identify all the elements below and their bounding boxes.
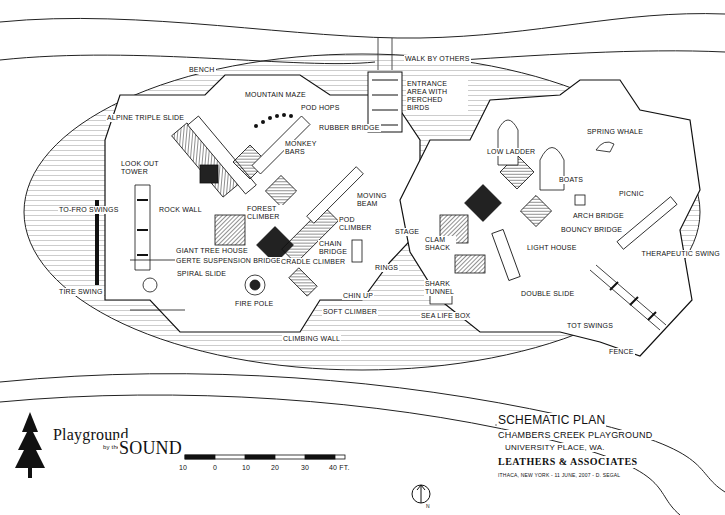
scale-number: 30 [300,464,310,472]
area-label: FIRE POLE [234,300,274,308]
area-label: ENTRANCE AREA WITH PERCHED BIRDS [406,80,468,112]
area-label: ARCH BRIDGE [572,212,625,220]
area-label: BOATS [558,176,584,184]
logo-text: SOUND [118,438,183,459]
area-label: SOFT CLIMBER [322,308,378,316]
title-block-text: UNIVERSITY PLACE, WA. [504,443,606,452]
north-mark: N [425,503,431,509]
area-label: FOREST CLIMBER [246,205,288,221]
area-label: ROCK WALL [158,206,203,214]
area-label: RUBBER BRIDGE [318,124,381,132]
plan-title: SCHEMATIC PLAN [497,413,606,427]
area-label: RINGS [374,264,399,272]
area-label: PICNIC [618,190,645,198]
area-label: BOUNCY BRIDGE [560,226,623,234]
area-label: WALK BY OTHERS [404,55,471,63]
area-label: CRADLE CLIMBER [280,258,346,266]
area-label: DOUBLE SLIDE [520,290,575,298]
area-label: GIANT TREE HOUSE [175,247,249,255]
area-label: GERTE SUSPENSION BRIDGE [175,257,282,265]
area-label: CLAM SHACK [424,236,456,252]
scale-number: 10 [178,464,188,472]
area-label: TOT SWINGS [566,322,614,330]
scale-number: 40 FT. [328,464,351,472]
scale-number: 0 [212,464,218,472]
area-label: LOW LADDER [486,148,536,156]
area-label: SHARK TUNNEL [424,280,456,296]
title-block-text: CHAMBERS CREEK PLAYGROUND [497,430,653,440]
area-label: FENCE [608,348,635,356]
area-label: CHAIN BRIDGE [318,240,350,256]
area-label: STAGE [394,228,420,236]
area-label: MONKEY BARS [284,140,322,156]
area-label: POD HOPS [300,104,341,112]
area-label: SEA LIFE BOX [420,312,471,320]
area-label: SPRING WHALE [586,128,644,136]
area-label: MOVING BEAM [356,192,394,208]
area-label: THERAPEUTIC SWING [641,250,721,258]
area-label: BENCH [188,66,216,74]
area-label: LIGHT HOUSE [526,244,578,252]
title-block-text: ITHACA, NEW YORK - 11 JUNE, 2007 - D. SE… [497,472,621,478]
area-label: POD CLIMBER [338,216,370,232]
scale-number: 20 [270,464,280,472]
area-label: TO-FRO SWINGS [58,206,120,214]
area-label: TIRE SWING [58,288,104,296]
area-label: CLIMBING WALL [282,335,341,343]
title-block-text: LEATHERS & ASSOCIATES [497,456,639,468]
area-label: ALPINE TRIPLE SLIDE [106,114,185,122]
area-label: LOOK OUT TOWER [120,160,162,176]
area-label: MOUNTAIN MAZE [244,91,307,99]
area-label: CHIN UP [342,292,374,300]
scale-number: 10 [241,464,251,472]
area-label: SPIRAL SLIDE [176,270,227,278]
